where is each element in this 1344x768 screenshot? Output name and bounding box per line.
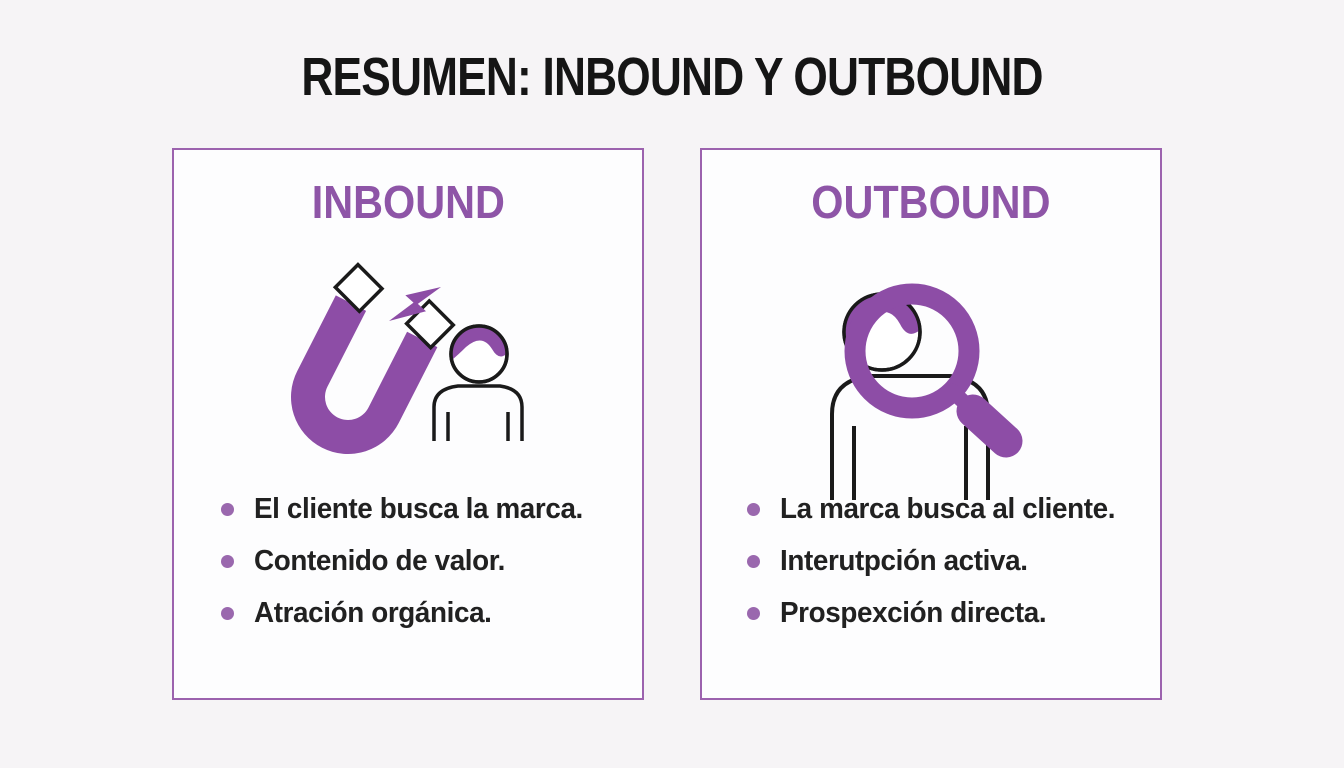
outbound-heading: OUTBOUND (702, 176, 1160, 240)
list-item: Contenido de valor. (221, 545, 634, 578)
list-item: Atración orgánica. (221, 597, 634, 630)
bullet-label: La marca busca al cliente. (780, 493, 1116, 525)
person-icon (432, 324, 524, 441)
list-item: La marca busca al cliente. (747, 493, 1152, 526)
list-item: El cliente busca la marca. (221, 493, 634, 526)
magnifier-searching-person-icon (820, 274, 1030, 504)
bullet-dot-icon (747, 503, 760, 516)
bullet-label: Contenido de valor. (254, 545, 506, 577)
card-outbound: OUTBOUND (700, 148, 1162, 700)
bullet-dot-icon (747, 607, 760, 620)
inbound-heading: INBOUND (174, 176, 642, 240)
bullet-dot-icon (747, 555, 760, 568)
magnet-attracting-person-icon (284, 262, 524, 467)
bullet-dot-icon (221, 607, 234, 620)
bullet-dot-icon (221, 503, 234, 516)
page-title-text: RESUMEN: INBOUND Y OUTBOUND (301, 47, 1043, 107)
inbound-bullet-list: El cliente busca la marca. Contenido de … (221, 493, 634, 649)
lightning-icon (388, 287, 442, 321)
bullet-label: Prospexción directa. (780, 597, 1047, 629)
bullet-label: El cliente busca la marca. (254, 493, 583, 525)
bullet-dot-icon (221, 555, 234, 568)
card-inbound: INBOUND (172, 148, 644, 700)
outbound-heading-text: OUTBOUND (811, 176, 1051, 228)
page-title: RESUMEN: INBOUND Y OUTBOUND (0, 50, 1344, 118)
magnifier-icon (844, 283, 1023, 458)
inbound-heading-text: INBOUND (311, 176, 505, 228)
bullet-label: Atración orgánica. (254, 597, 492, 629)
outbound-bullet-list: La marca busca al cliente. Interutpción … (747, 493, 1152, 649)
list-item: Prospexción directa. (747, 597, 1152, 630)
list-item: Interutpción activa. (747, 545, 1152, 578)
bullet-label: Interutpción activa. (780, 545, 1028, 577)
